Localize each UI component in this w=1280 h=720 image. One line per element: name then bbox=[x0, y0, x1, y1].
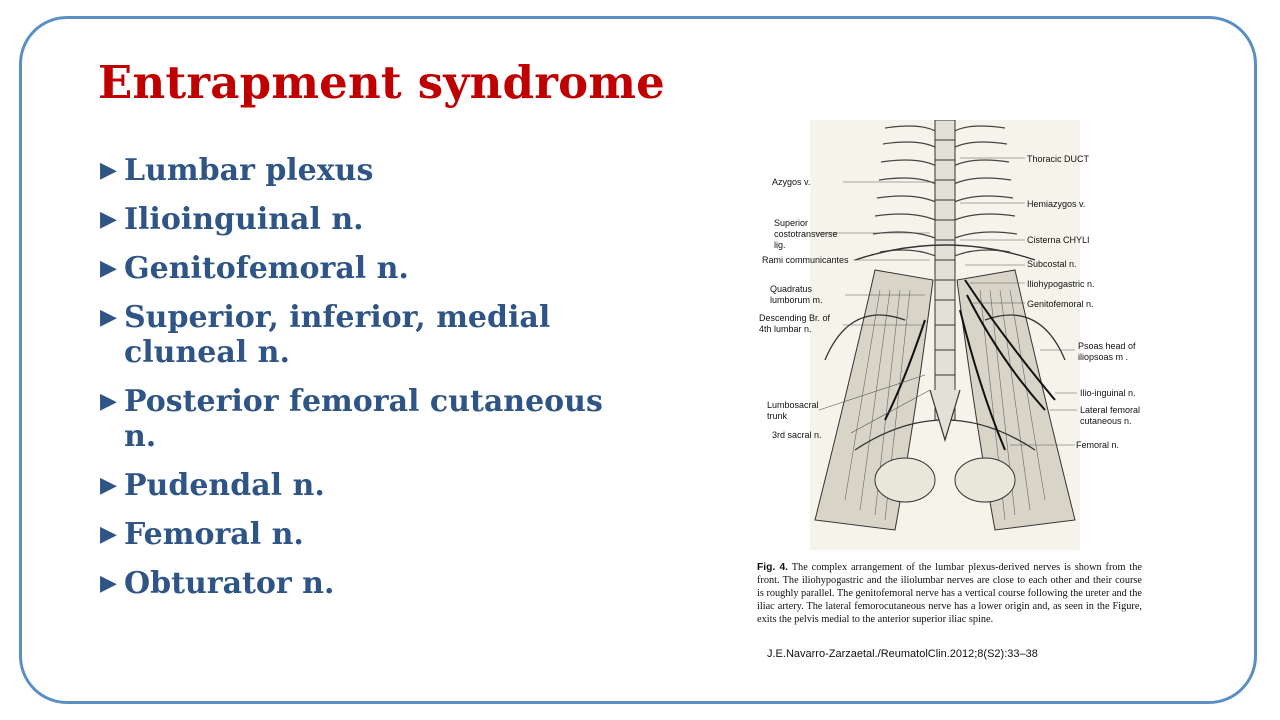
figure-label: Hemiazygos v. bbox=[1027, 199, 1086, 209]
figure-label: Femoral n. bbox=[1076, 440, 1120, 450]
triangle-bullet-icon: ▶ bbox=[100, 206, 117, 232]
slide-title: Entrapment syndrome bbox=[98, 56, 665, 109]
bullet-text: Femoral n. bbox=[124, 517, 304, 552]
figure-label: Descending Br. of bbox=[759, 313, 831, 323]
bullet-text: Lumbar plexus bbox=[124, 153, 374, 188]
bullet-list: ▶ Lumbar plexus ▶ Ilioinguinal n. ▶ Genitof… bbox=[100, 153, 640, 615]
triangle-bullet-icon: ▶ bbox=[100, 521, 117, 547]
figure-label: Azygos v. bbox=[772, 177, 811, 187]
bullet-text: Obturator n. bbox=[124, 566, 335, 601]
figure-label: Rami communicantes bbox=[762, 255, 849, 265]
figure-label: Cisterna CHYLI bbox=[1027, 235, 1090, 245]
bullet-item: ▶ Ilioinguinal n. bbox=[100, 202, 640, 237]
triangle-bullet-icon: ▶ bbox=[100, 570, 117, 596]
figure-label: Lateral femoral bbox=[1080, 405, 1141, 415]
bullet-item: ▶ Obturator n. bbox=[100, 566, 640, 601]
figure-label: costotransverse bbox=[774, 229, 838, 239]
bullet-item: ▶ Superior, inferior, medial cluneal n. bbox=[100, 300, 640, 370]
triangle-bullet-icon: ▶ bbox=[100, 304, 117, 330]
bullet-item: ▶ Pudendal n. bbox=[100, 468, 640, 503]
figure-label: lumborum m. bbox=[770, 295, 823, 305]
bullet-text: Pudendal n. bbox=[124, 468, 325, 503]
figure-label: cutaneous n. bbox=[1080, 416, 1132, 426]
figure-caption-lead: Fig. 4. bbox=[757, 562, 789, 573]
figure-label: Psoas head of bbox=[1078, 341, 1136, 351]
figure-label: trunk bbox=[767, 411, 788, 421]
figure-label: Lumbosacral bbox=[767, 400, 819, 410]
bullet-text: Superior, inferior, medial cluneal n. bbox=[124, 300, 551, 370]
figure-label: Ilio-inguinal n. bbox=[1080, 388, 1136, 398]
lumbar-plexus-illustration bbox=[810, 120, 1080, 550]
bullet-text: Ilioinguinal n. bbox=[124, 202, 364, 237]
figure-caption-text: The complex arrangement of the lumbar pl… bbox=[757, 562, 1142, 625]
triangle-bullet-icon: ▶ bbox=[100, 472, 117, 498]
figure-label: 3rd sacral n. bbox=[772, 430, 822, 440]
bullet-item: ▶ Lumbar plexus bbox=[100, 153, 640, 188]
citation: J.E.Navarro-Zarzaetal./ReumatolClin.2012… bbox=[767, 648, 1038, 660]
figure-label: Thoracic DUCT bbox=[1027, 154, 1090, 164]
triangle-bullet-icon: ▶ bbox=[100, 255, 117, 281]
triangle-bullet-icon: ▶ bbox=[100, 157, 117, 183]
figure-label: lig. bbox=[774, 240, 786, 250]
anatomy-figure: Azygos v. Superior costotransverse lig. … bbox=[755, 120, 1150, 550]
bullet-item: ▶ Posterior femoral cutaneous n. bbox=[100, 384, 640, 454]
bullet-text: Posterior femoral cutaneous n. bbox=[124, 384, 603, 454]
bullet-text: Genitofemoral n. bbox=[124, 251, 409, 286]
figure-label: Quadratus bbox=[770, 284, 813, 294]
figure-label: Subcostal n. bbox=[1027, 259, 1077, 269]
bullet-item: ▶ Femoral n. bbox=[100, 517, 640, 552]
triangle-bullet-icon: ▶ bbox=[100, 388, 117, 414]
figure-label: Genitofemoral n. bbox=[1027, 299, 1094, 309]
figure-label: 4th lumbar n. bbox=[759, 324, 812, 334]
figure-label: Superior bbox=[774, 218, 809, 228]
bullet-item: ▶ Genitofemoral n. bbox=[100, 251, 640, 286]
figure-caption: Fig. 4. The complex arrangement of the l… bbox=[757, 561, 1142, 626]
figure-label: Iliohypogastric n. bbox=[1027, 279, 1095, 289]
figure-label: iliopsoas m . bbox=[1078, 352, 1129, 362]
